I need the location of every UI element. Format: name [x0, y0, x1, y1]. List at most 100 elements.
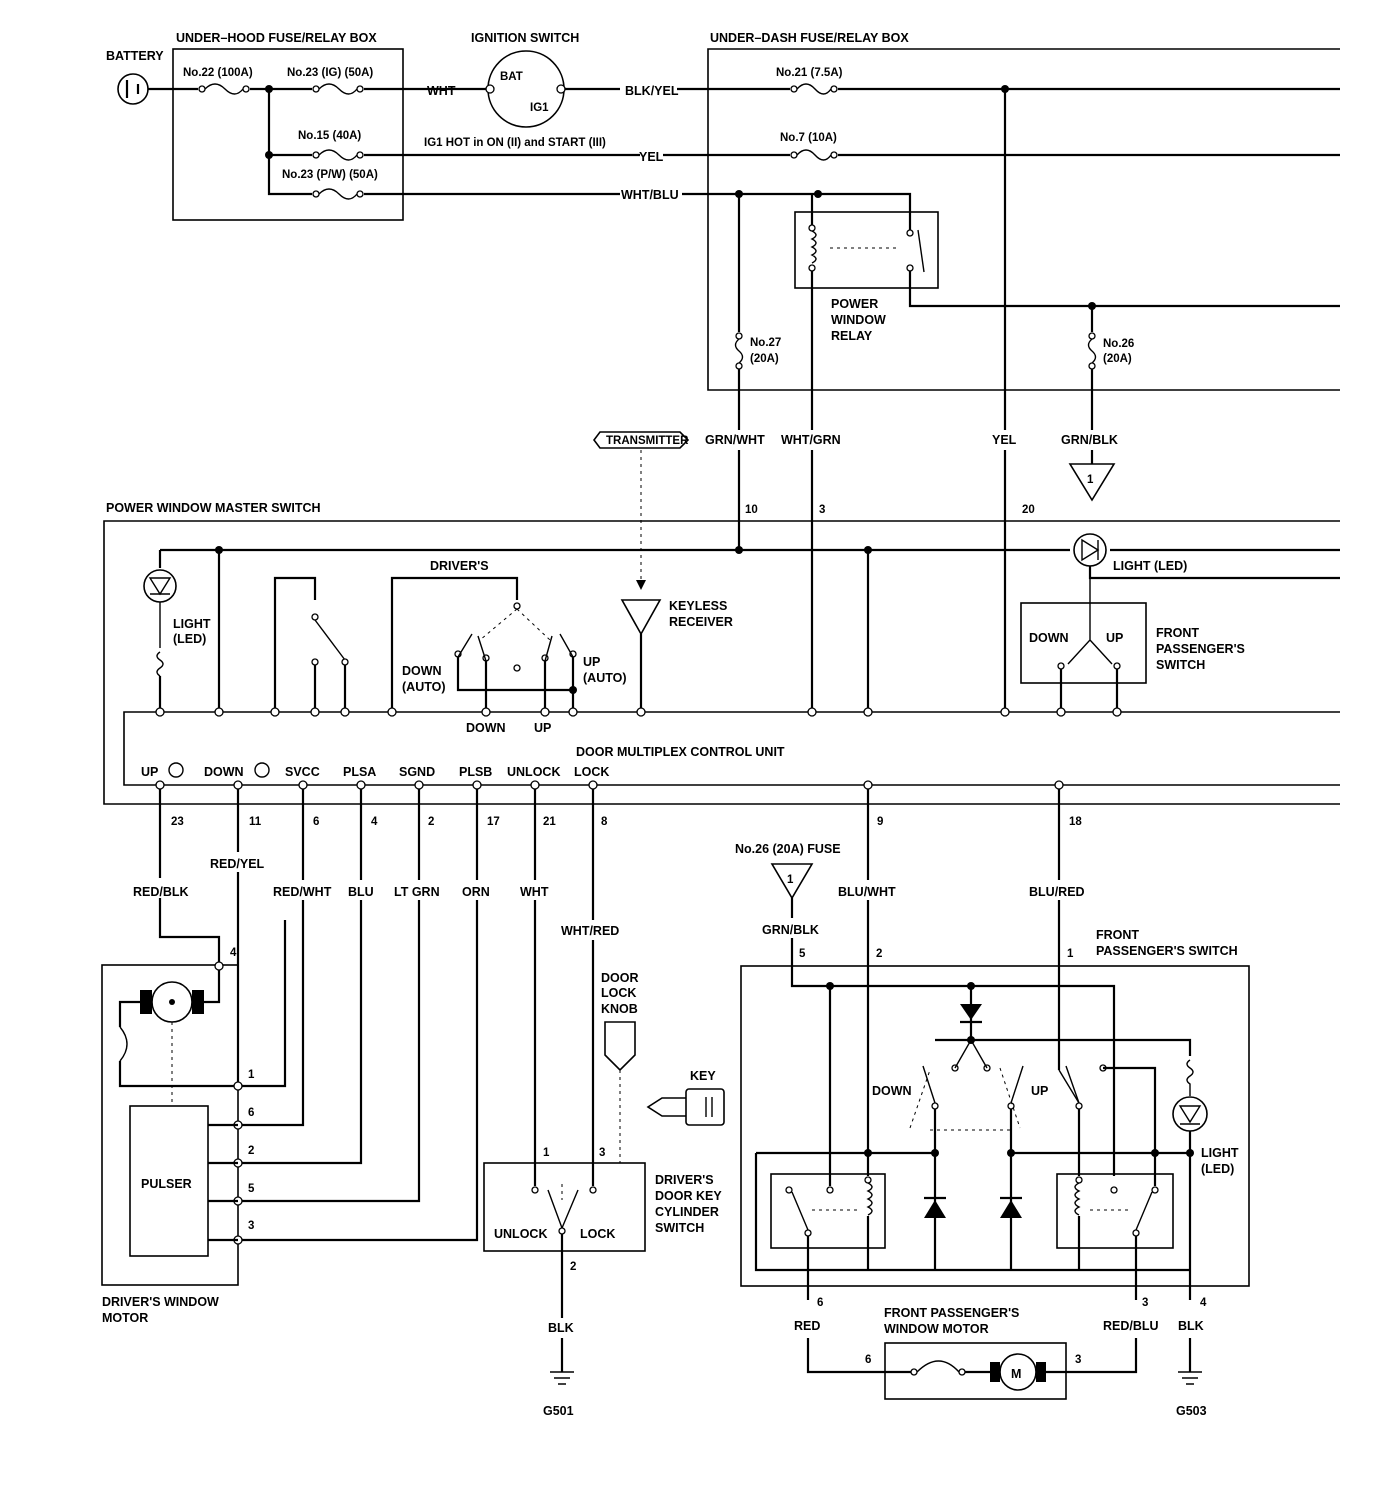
fp-motor-m-label: M: [1011, 1367, 1021, 1381]
fp-pin-2-label: 2: [876, 948, 882, 960]
up-auto-label-1: UP: [583, 655, 600, 669]
fuse26-label-2: (20A): [1103, 353, 1132, 365]
terminal-down-label: DOWN: [204, 765, 244, 779]
fuse21-label: No.21 (7.5A): [776, 67, 843, 79]
fps-label-1: FRONT: [1156, 626, 1199, 640]
fuse-23-ig: [312, 83, 364, 95]
master-switch-label: POWER WINDOW MASTER SWITCH: [106, 501, 321, 515]
bat-terminal-label: BAT: [500, 71, 523, 83]
keyless-label-1: KEYLESS: [669, 599, 727, 613]
pin-20-label: 20: [1022, 504, 1035, 516]
fuse23pw-label: No.23 (P/W) (50A): [282, 169, 378, 181]
wire-orn-label: ORN: [462, 885, 490, 899]
motor-pin-6-label: 6: [248, 1107, 254, 1119]
pw-relay-label-1: POWER: [831, 297, 878, 311]
ignition-switch: [487, 50, 565, 128]
light-led-left-1: LIGHT: [173, 617, 211, 631]
underdash-box-label: UNDER–DASH FUSE/RELAY BOX: [710, 31, 909, 45]
wire-blu-label: BLU: [348, 885, 374, 899]
key-switch-pin-3-label: 3: [599, 1147, 605, 1159]
fps-b-label-1: FRONT: [1096, 928, 1139, 942]
power-window-relay: [794, 211, 939, 289]
dmcu-label: DOOR MULTIPLEX CONTROL UNIT: [576, 745, 785, 759]
wire-blk-b-label: BLK: [1178, 1319, 1204, 1333]
drivers-motor-label-2: MOTOR: [102, 1311, 148, 1325]
drivers-window-switch: [390, 576, 577, 712]
key-switch-lock-label: LOCK: [580, 1227, 615, 1241]
ig1-terminal-label: IG1: [530, 102, 549, 114]
transmitter-label: TRANSMITTER: [606, 435, 689, 447]
pin-23-label: 23: [171, 816, 184, 828]
fp-led-lower: [1172, 1096, 1208, 1132]
wire-red-blu-label: RED/BLU: [1103, 1319, 1159, 1333]
keyless-receiver: [620, 599, 662, 636]
ig1-hot-label: IG1 HOT in ON (II) and START (III): [424, 137, 606, 149]
ground-g501: [550, 1371, 574, 1385]
ref-1-label: 1: [1087, 474, 1094, 486]
fp-relay-right: [1056, 1173, 1174, 1249]
up-switch-label: UP: [534, 721, 551, 735]
ref-1b-label: 1: [787, 874, 794, 886]
fuse-21: [790, 83, 838, 95]
motor-pin-4-label: 4: [230, 947, 237, 959]
door-lock-knob-label-1: DOOR: [601, 971, 639, 985]
door-lock-knob-label-2: LOCK: [601, 986, 636, 1000]
underdash-fuse-box: [707, 48, 1340, 391]
light-led-left-2: (LED): [173, 632, 206, 646]
terminal-lock-label: LOCK: [574, 765, 609, 779]
wire-wht-blu-label: WHT/BLU: [621, 188, 679, 202]
front-passengers-switch: [740, 965, 1250, 1287]
pin-4-label: 4: [371, 816, 378, 828]
fp-pin-1-label: 1: [1067, 948, 1074, 960]
master-led-left: [143, 569, 177, 677]
key-cylinder-label-3: CYLINDER: [655, 1205, 719, 1219]
ground-g503: [1178, 1371, 1202, 1385]
fp-motor-m-icon: [999, 1353, 1037, 1391]
door-multiplex-control-unit: [123, 711, 1340, 786]
fp-relay-left: [770, 1173, 886, 1249]
connection-ref-1-bottom: [770, 863, 814, 900]
fuse27-label-1: No.27: [750, 337, 781, 349]
underhood-box-label: UNDER–HOOD FUSE/RELAY BOX: [176, 31, 377, 45]
fp-pin-3-label: 3: [1142, 1297, 1148, 1309]
wire-blu-wht-label: BLU/WHT: [838, 885, 896, 899]
dmcu-top-terminals: [155, 707, 1122, 717]
fp-motor-label-2: WINDOW MOTOR: [884, 1322, 989, 1336]
terminal-unlock-label: UNLOCK: [507, 765, 560, 779]
pin-17-label: 17: [487, 816, 500, 828]
transmitter-tag: [593, 431, 690, 449]
wire-lt-grn-label: LT GRN: [394, 885, 440, 899]
g503-label: G503: [1176, 1404, 1207, 1418]
fuse22-label: No.22 (100A): [183, 67, 253, 79]
fuse27-label-2: (20A): [750, 353, 779, 365]
wire-yel-mid-label: YEL: [992, 433, 1017, 447]
pin-2-label: 2: [428, 816, 434, 828]
wire-grn-blk-label: GRN/BLK: [1061, 433, 1118, 447]
door-lock-knob: [604, 1021, 636, 1072]
fp-switch-in-master: [1020, 602, 1147, 684]
master-left-switch-group: [273, 576, 349, 712]
motor-pin-2-label: 2: [248, 1145, 254, 1157]
pw-relay-label-2: WINDOW: [831, 313, 886, 327]
pw-relay-label-3: RELAY: [831, 329, 873, 343]
key-label: KEY: [690, 1069, 716, 1083]
fuse15-label: No.15 (40A): [298, 130, 361, 142]
terminal-plsa-label: PLSA: [343, 765, 376, 779]
wire-red-blk-label: RED/BLK: [133, 885, 189, 899]
battery-label: BATTERY: [106, 49, 164, 63]
fp-pin-5-label: 5: [799, 948, 806, 960]
fuse23ig-label: No.23 (IG) (50A): [287, 67, 373, 79]
up-auto-label-2: (AUTO): [583, 671, 627, 685]
g501-label: G501: [543, 1404, 574, 1418]
pin-11-label: 11: [249, 816, 262, 828]
fp-down-up-switch: [909, 1038, 1107, 1131]
key-cylinder-label-2: DOOR KEY: [655, 1189, 722, 1203]
fps-label-3: SWITCH: [1156, 658, 1205, 672]
underhood-fuse-box: [172, 48, 404, 221]
fuse7-label: No.7 (10A): [780, 132, 837, 144]
wire-wht-label: WHT: [427, 84, 456, 98]
drivers-switch-label: DRIVER'S: [430, 559, 489, 573]
terminal-plsb-label: PLSB: [459, 765, 492, 779]
wire-wht-b-label: WHT: [520, 885, 549, 899]
down-switch-label: DOWN: [466, 721, 506, 735]
